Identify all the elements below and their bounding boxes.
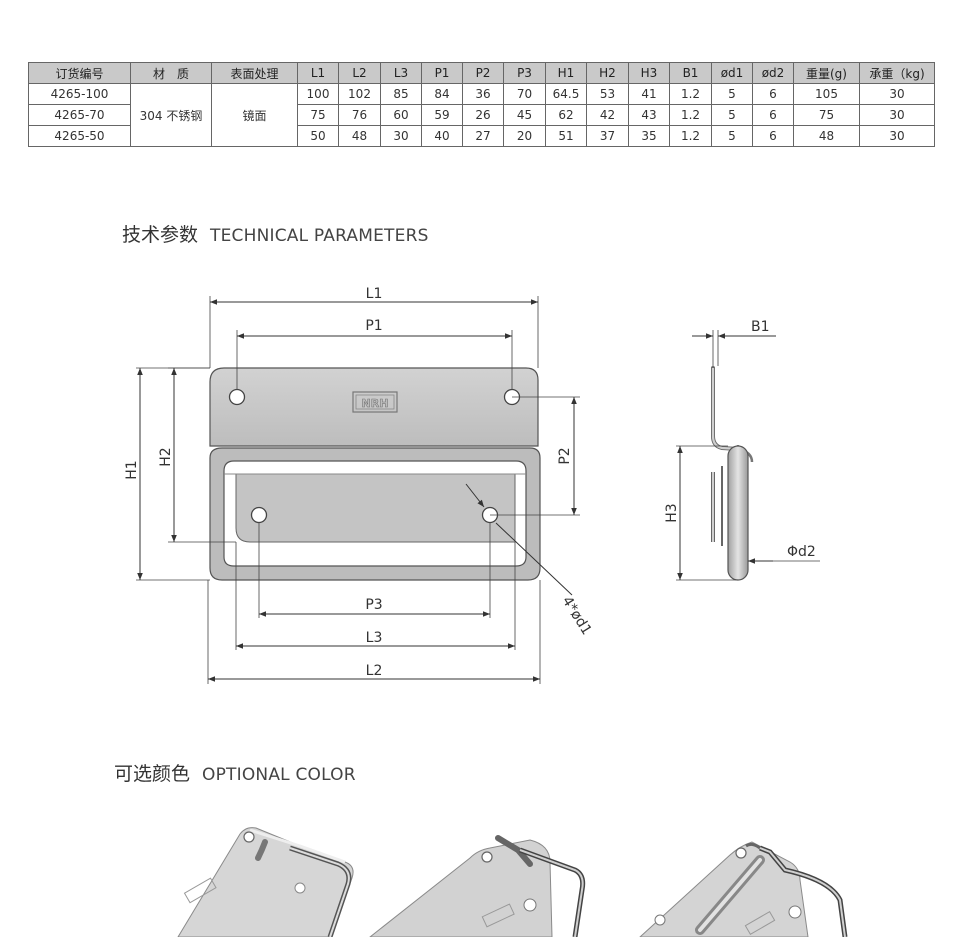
product-photo-2 xyxy=(369,835,586,937)
table-cell: 1.2 xyxy=(669,125,712,147)
table-cell: 102 xyxy=(338,83,381,105)
label-p2: P2 xyxy=(557,447,573,464)
side-view xyxy=(711,366,754,581)
label-h2: H2 xyxy=(158,447,174,466)
col-header: 重量(g) xyxy=(793,62,860,84)
table-header-row: 订货编号 材 质 表面处理 L1 L2 L3 P1 P2 P3 H1 H2 H3… xyxy=(28,62,935,84)
label-l3: L3 xyxy=(366,630,383,646)
table-cell: 1.2 xyxy=(669,83,712,105)
table-cell: 30 xyxy=(859,125,935,147)
col-header: 承重（kg) xyxy=(859,62,935,84)
table-cell: 84 xyxy=(421,83,463,105)
label-b1: B1 xyxy=(751,319,770,335)
label-hole: 4*ød1 xyxy=(559,594,595,638)
table-cell: 53 xyxy=(586,83,629,105)
section-title-color: 可选颜色 OPTIONAL COLOR xyxy=(114,759,356,786)
label-p3: P3 xyxy=(365,597,382,613)
table-cell: 37 xyxy=(586,125,629,147)
product-photo-1 xyxy=(177,827,354,937)
col-header: L2 xyxy=(338,62,381,84)
col-header: L3 xyxy=(380,62,422,84)
side-plate xyxy=(711,366,740,452)
section-title-zh: 技术参数 xyxy=(122,224,199,246)
mount-hole xyxy=(228,388,246,406)
col-header: B1 xyxy=(669,62,712,84)
top-plate xyxy=(209,367,539,447)
col-header: 订货编号 xyxy=(28,62,131,84)
col-header: H2 xyxy=(586,62,629,84)
section-title-zh: 可选颜色 xyxy=(114,763,191,785)
table-cell: 48 xyxy=(338,125,381,147)
side-rod xyxy=(727,445,749,581)
label-h3: H3 xyxy=(664,503,680,522)
label-p1: P1 xyxy=(365,318,382,334)
label-l1: L1 xyxy=(366,286,383,302)
label-l2: L2 xyxy=(366,663,383,679)
col-header: P3 xyxy=(503,62,546,84)
lower-plate xyxy=(235,473,516,543)
svg-text:NRH: NRH xyxy=(362,397,389,410)
spec-table: 订货编号 材 质 表面处理 L1 L2 L3 P1 P2 P3 H1 H2 H3… xyxy=(28,62,935,147)
label-d2: Φd2 xyxy=(787,544,816,560)
label-h1: H1 xyxy=(124,460,140,479)
col-header: H1 xyxy=(545,62,587,84)
front-view: NRH xyxy=(209,367,541,581)
table-cell: 50 xyxy=(297,125,339,147)
table-row: 4265-50 50 48 30 40 27 20 51 37 35 1.2 5… xyxy=(28,125,935,147)
finish-cell: 镜面 xyxy=(211,83,298,147)
nrh-logo: NRH xyxy=(352,391,398,413)
section-title-tech: 技术参数 TECHNICAL PARAMETERS xyxy=(122,220,429,247)
col-header: 表面处理 xyxy=(211,62,298,84)
product-photo-3 xyxy=(639,841,848,937)
table-cell: 105 xyxy=(793,83,860,105)
dimension-lines xyxy=(137,299,577,682)
col-header: P1 xyxy=(421,62,463,84)
section-title-en: OPTIONAL COLOR xyxy=(202,765,356,785)
dim-hole-leader xyxy=(465,483,485,508)
col-header: ød1 xyxy=(711,62,753,84)
col-header: ød2 xyxy=(752,62,794,84)
table-cell: 4265-70 xyxy=(28,104,131,126)
material-cell: 304 不锈钢 xyxy=(130,83,212,147)
table-cell: 100 xyxy=(297,83,339,105)
section-title-en: TECHNICAL PARAMETERS xyxy=(210,226,429,246)
mount-hole xyxy=(250,506,268,524)
table-cell: 20 xyxy=(503,125,546,147)
side-extension-lines xyxy=(676,330,820,581)
table-cell: 27 xyxy=(462,125,504,147)
handle-loop xyxy=(209,447,541,581)
table-cell: 30 xyxy=(380,125,422,147)
col-header: 材 质 xyxy=(130,62,212,84)
table-cell: 4265-50 xyxy=(28,125,131,147)
side-dimension-lines xyxy=(677,333,776,580)
